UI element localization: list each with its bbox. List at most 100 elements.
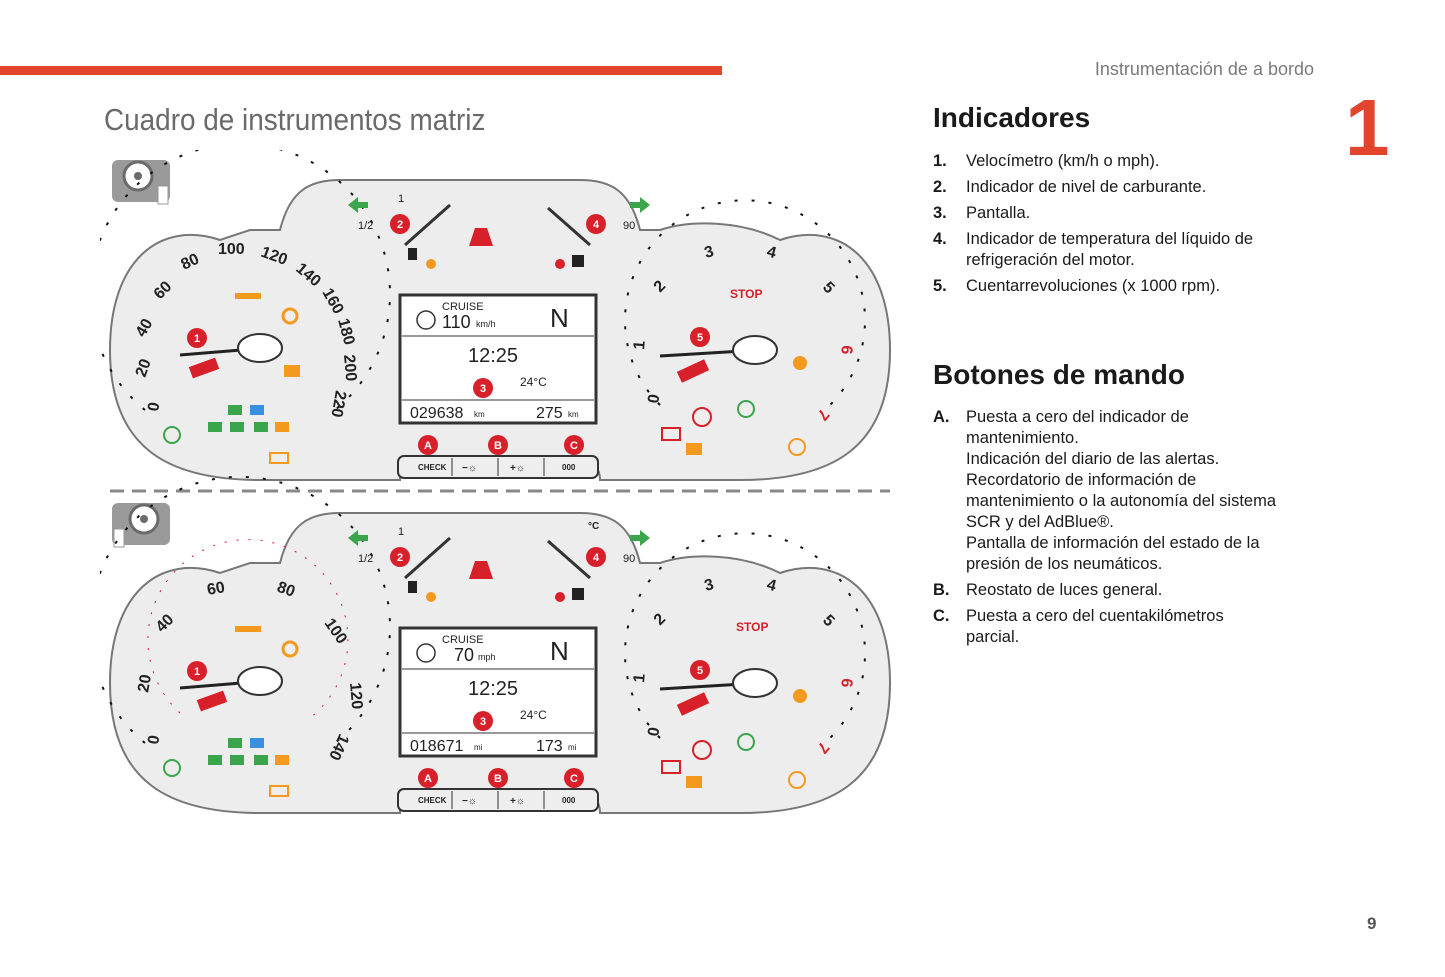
service-wrench-icon-mph (235, 626, 261, 632)
button-bright-label: +☼ (510, 463, 525, 474)
display-screen: CRUISE 110 km/h N 12:25 24°C 029638 km 2… (398, 293, 598, 425)
mph-tick-80: 80 (275, 579, 298, 601)
item-key: 4. (933, 230, 947, 248)
lights-icon-mph-4 (230, 755, 244, 765)
callouts: 1 2 3 4 5 A B C (187, 214, 710, 455)
list-item: C. Puesta a cero del cuentakilómetros par… (933, 606, 1323, 648)
item-text: Puesta a cero del cuentakilómetros parci… (966, 607, 1224, 646)
fuel-gauge: 1/2 1 (348, 193, 451, 269)
speed-tick-40: 40 (133, 316, 157, 340)
item-key: A. (933, 408, 950, 426)
right-turn-icon (630, 197, 650, 213)
button-check-label: CHECK (418, 463, 447, 472)
callout-mph-1: 1 (194, 666, 200, 678)
abs-icon-mph (788, 771, 806, 789)
auto-wiper-icon (163, 426, 181, 444)
lights-icon-2 (250, 405, 264, 415)
fuel-gauge-mph: 1/2 1 (348, 526, 451, 602)
tachometer: 0 1 2 3 4 5 6 7 STOP (624, 199, 866, 456)
button-bright-label-mph: +☼ (510, 796, 525, 807)
callout-1: 1 (194, 333, 200, 345)
fuel-full-label-mph: 1 (398, 526, 404, 538)
temp-unit-label-mph: °C (588, 521, 599, 532)
section-title: Instrumentación de a bordo (1094, 59, 1314, 79)
odometer: 029638 (410, 405, 463, 422)
list-item: 3. Pantalla. (933, 203, 1323, 224)
botones-list: A.Puesta a cero del indicador de manteni… (933, 407, 1323, 653)
mph-tick-120: 120 (346, 682, 365, 710)
page-title: Cuadro de instrumentos matriz (104, 102, 486, 137)
button-check-label-mph: CHECK (418, 796, 447, 805)
item-key: C. (933, 607, 950, 625)
brake-warning-icon (692, 407, 712, 427)
lights-icon-mph-1 (228, 738, 242, 748)
temp-max-label-mph: 90 (623, 553, 635, 565)
rpm-tick-3: 3 (703, 243, 716, 262)
cruise-label-mph: CRUISE (442, 634, 484, 646)
cluster-kmh: 0 20 40 60 80 100 120 140 160 180 200 22… (100, 150, 892, 481)
instrument-cluster-diagram: 0 20 40 60 80 100 120 140 160 180 200 22… (100, 150, 892, 814)
tyre-pressure-icon-mph (281, 640, 299, 658)
mph-tick-60: 60 (206, 579, 227, 599)
rpm-tick-0: 0 (645, 393, 663, 405)
speed-tick-200: 200 (340, 354, 359, 382)
fuel-full-label: 1 (398, 193, 404, 205)
item-key: 2. (933, 178, 947, 196)
item-text: Velocímetro (km/h o mph). (966, 152, 1160, 170)
list-item: 1. Velocímetro (km/h o mph). (933, 151, 1323, 172)
engine-icon-mph (686, 776, 702, 788)
speed-tick-80: 80 (179, 251, 202, 274)
callout-A: A (424, 440, 432, 452)
list-item: 5.Cuentarrevoluciones (x 1000 rpm). (933, 276, 1323, 297)
cruise-speed-unit: km/h (476, 319, 496, 329)
odometer-mph: 018671 (410, 738, 463, 755)
speed-tick-100: 100 (218, 241, 245, 258)
callout-mph-B: B (494, 773, 502, 785)
clock: 12:25 (468, 345, 518, 367)
service-distance-mph: 173 (536, 738, 563, 755)
item-text: Indicador de temperatura del líquido de … (966, 230, 1254, 269)
stop-warning: STOP (730, 287, 762, 301)
auto-wiper-icon-mph (163, 759, 181, 777)
callout-mph-C: C (570, 773, 578, 785)
control-buttons: CHECK −☼ +☼ 000 (397, 455, 599, 479)
item-key: 5. (933, 277, 947, 295)
tyre-pressure-icon (281, 307, 299, 325)
item-text: Pantalla. (966, 204, 1031, 222)
list-item: B.Reostato de luces general. (933, 580, 1323, 601)
fuel-pump-icon (408, 248, 417, 260)
speed-tick-20: 20 (133, 357, 155, 380)
page-number: 9 (1367, 914, 1377, 933)
callout-3: 3 (480, 383, 486, 395)
callout-mph-A: A (424, 773, 432, 785)
outside-temp-mph: 24°C (520, 708, 547, 722)
cruise-speed-mph: 70 (454, 645, 474, 665)
header-accent-bar (0, 66, 722, 75)
stop-start-icon (737, 400, 755, 418)
indicadores-list: 1. Velocímetro (km/h o mph). 2. Indicador … (933, 151, 1323, 302)
stop-start-icon-mph (737, 733, 755, 751)
temp-max-label: 90 (623, 220, 635, 232)
abs-icon (788, 438, 806, 456)
temp-gauge: 90 (547, 197, 650, 269)
fuel-pump-icon-mph (408, 581, 417, 593)
speedometer-mph: 0 20 40 60 80 100 120 140 (100, 476, 391, 797)
botones-heading: Botones de mando (933, 359, 1186, 390)
brake-warning-icon-mph (692, 740, 712, 760)
item-key: 1. (933, 152, 947, 170)
fuel-low-light-mph (426, 592, 436, 602)
item-text: Indicador de nivel de carburante. (966, 178, 1207, 196)
mph-tick-0: 0 (145, 734, 163, 746)
control-buttons-mph: CHECK −☼ +☼ 000 (397, 788, 599, 812)
item-key: 3. (933, 204, 947, 222)
gear-indicator: N (550, 303, 569, 333)
lights-icon-3 (208, 422, 222, 432)
rhd-steering-icon (112, 503, 170, 548)
cruise-label: CRUISE (442, 301, 484, 313)
rpm-tick-mph-6: 6 (837, 678, 855, 688)
rpm-tick-mph-3: 3 (703, 576, 716, 595)
heater-icon (284, 365, 300, 377)
coolant-icon (572, 255, 584, 267)
button-reset-label-mph: 000 (562, 796, 576, 805)
lights-icon-4 (230, 422, 244, 432)
